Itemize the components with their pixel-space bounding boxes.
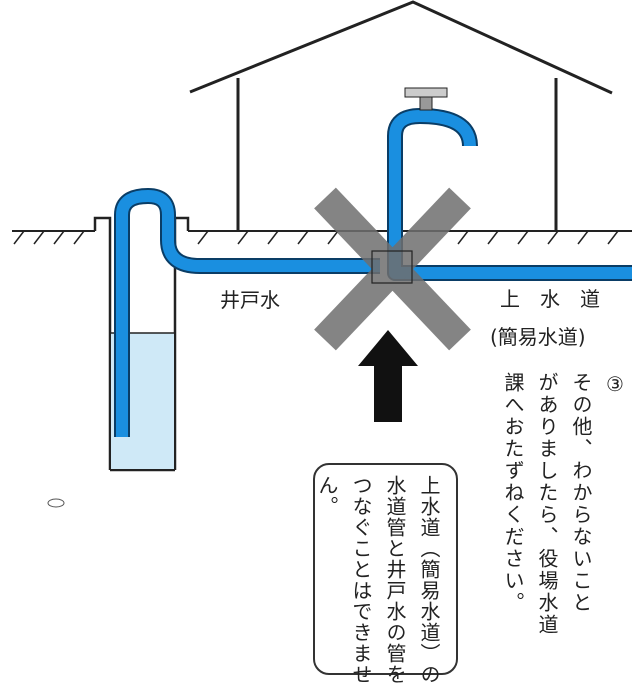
disconnect-box <box>371 250 413 284</box>
prohibition-x-mark <box>314 187 471 351</box>
side-note-line: その他、わからないこと <box>569 372 593 614</box>
side-note-line: 課へおたずねください。 <box>501 372 525 614</box>
well-water-label: 井戸水 <box>220 288 280 312</box>
callout-line: ん。 <box>315 475 339 517</box>
callout-line: 水道管と井戸水の管を <box>383 475 407 685</box>
side-note-number: ③ <box>603 372 627 398</box>
side-note-line: ③ <box>598 372 632 636</box>
simple-water-supply-label: (簡易水道) <box>490 325 586 349</box>
side-note: ③ その他、わからないこと がありましたら、役場水道 課へおたずねください。 <box>501 372 632 636</box>
up-arrow-icon <box>358 330 418 422</box>
water-supply-label: 上 水 道 <box>500 287 600 311</box>
callout-text: 上水道（簡易水道）の 水道管と井戸水の管を つなぐことはできませ ん。 <box>310 475 446 685</box>
callout-line: つなぐことはできませ <box>349 475 373 685</box>
side-note-line: がありましたら、役場水道 <box>535 372 559 636</box>
callout-line: 上水道（簡易水道）の <box>417 475 441 685</box>
faucet-handle-icon <box>404 87 448 111</box>
stone-mark <box>47 498 65 508</box>
callout-box: 上水道（簡易水道）の 水道管と井戸水の管を つなぐことはできませ ん。 <box>313 463 458 685</box>
ground-hatching <box>13 230 619 245</box>
house-roof <box>189 0 613 95</box>
